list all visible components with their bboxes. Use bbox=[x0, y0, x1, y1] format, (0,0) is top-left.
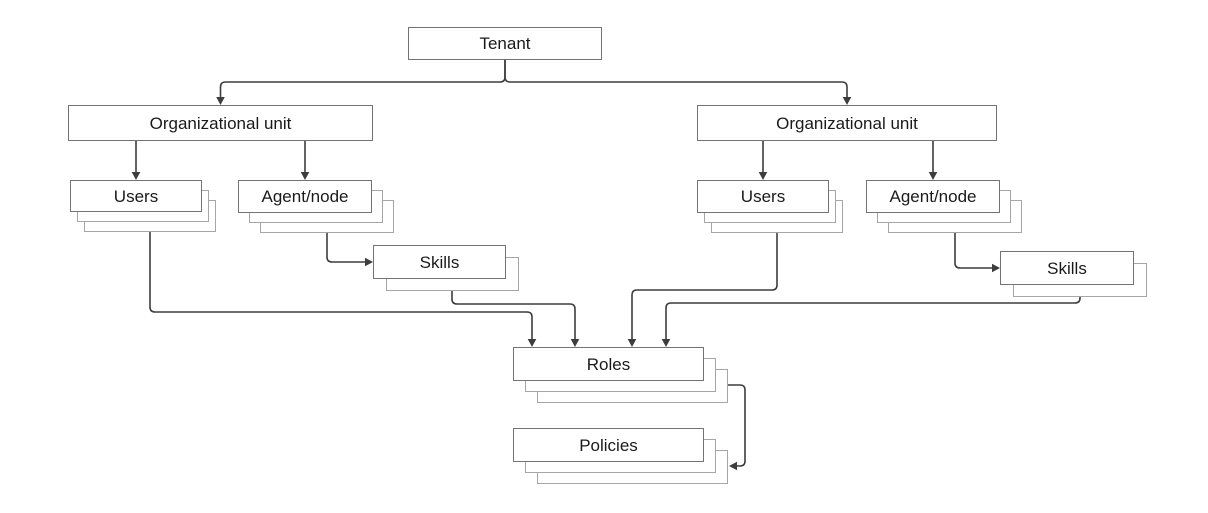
connector-org-unit-right-to-agent-node-right bbox=[928, 141, 938, 180]
node-tenant-label: Tenant bbox=[479, 34, 531, 53]
connector-users-left-to-roles bbox=[149, 232, 537, 347]
connector-agent-node-left-to-skills-left bbox=[326, 233, 373, 267]
node-org-unit-left: Organizational unit bbox=[68, 105, 373, 141]
node-skills-right-label: Skills bbox=[1047, 258, 1087, 278]
node-users-left: Users bbox=[70, 180, 202, 212]
connector-roles-to-policies bbox=[728, 384, 746, 471]
node-skills-left-label: Skills bbox=[419, 252, 460, 272]
node-skills-right: Skills bbox=[1000, 251, 1134, 285]
connector-agent-node-right-to-skills-right bbox=[954, 233, 1000, 273]
connector-skills-right-to-roles bbox=[661, 297, 1081, 347]
connector-skills-left-to-roles bbox=[451, 291, 580, 347]
node-users-right: Users bbox=[697, 180, 829, 213]
node-roles: Roles bbox=[513, 347, 704, 381]
node-org-unit-right: Organizational unit bbox=[697, 105, 997, 141]
node-skills-left: Skills bbox=[373, 245, 506, 279]
node-users-right-label: Users bbox=[740, 187, 786, 206]
connector-users-right-to-roles bbox=[627, 233, 778, 347]
node-org-unit-left-label: Organizational unit bbox=[149, 113, 292, 133]
node-roles-label: Roles bbox=[586, 354, 631, 374]
node-users-left-label: Users bbox=[113, 186, 159, 206]
node-policies: Policies bbox=[513, 428, 704, 462]
node-org-unit-right-label: Organizational unit bbox=[776, 113, 918, 133]
connector-tenant-to-org-unit-right bbox=[504, 60, 852, 105]
node-tenant: Tenant bbox=[408, 27, 602, 60]
node-policies-label: Policies bbox=[579, 435, 638, 455]
connector-org-unit-right-to-users-right bbox=[758, 141, 768, 180]
node-agent-node-right: Agent/node bbox=[866, 180, 1000, 213]
connector-org-unit-left-to-users-left bbox=[131, 141, 141, 180]
connector-org-unit-left-to-agent-node-left bbox=[300, 141, 310, 180]
node-agent-node-left: Agent/node bbox=[238, 180, 372, 213]
node-agent-node-right-label: Agent/node bbox=[889, 187, 977, 206]
node-agent-node-left-label: Agent/node bbox=[261, 187, 349, 206]
connector-tenant-to-org-unit-left bbox=[216, 60, 506, 105]
